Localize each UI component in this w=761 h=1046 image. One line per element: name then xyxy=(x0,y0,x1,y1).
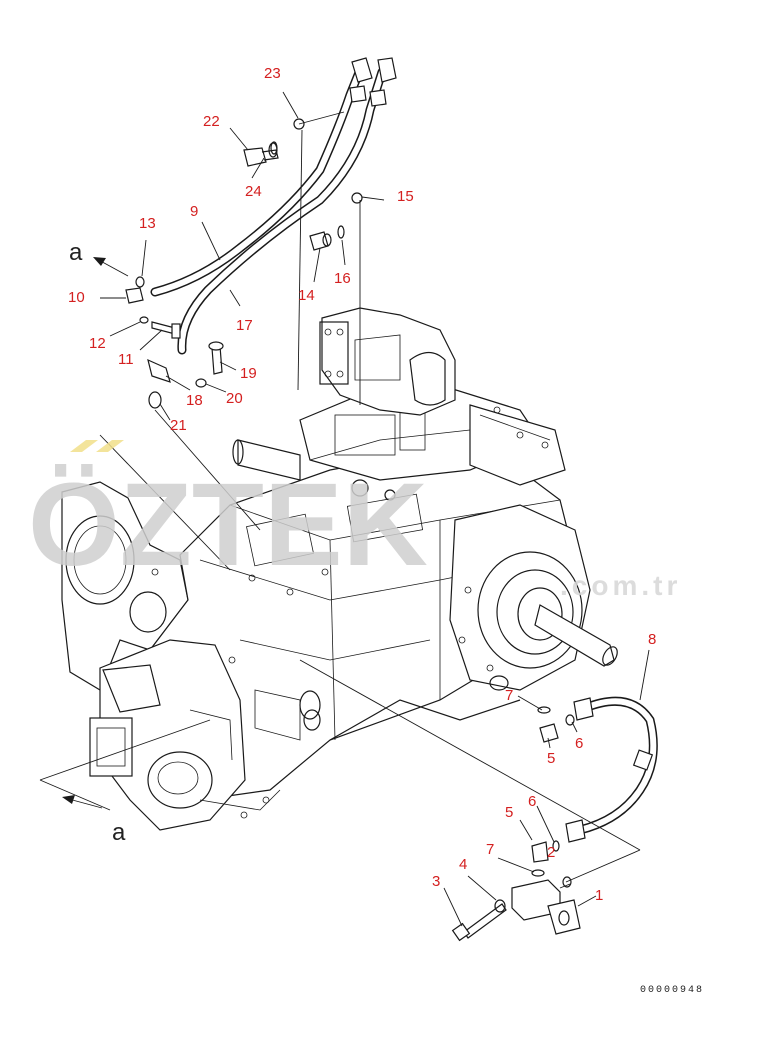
o-ring-6-lower xyxy=(552,840,560,852)
washer-4 xyxy=(494,899,506,913)
callout-5-upper: 5 xyxy=(547,750,555,767)
callout-18: 18 xyxy=(186,392,203,409)
callout-13: 13 xyxy=(139,215,156,232)
callout-8: 8 xyxy=(648,631,656,648)
callout-20: 20 xyxy=(226,390,243,407)
callout-9: 9 xyxy=(190,203,198,220)
drain-plug xyxy=(489,675,509,691)
o-ring-7-lower xyxy=(531,869,545,877)
o-ring-16 xyxy=(337,225,345,239)
output-drum-housing xyxy=(449,504,591,691)
callout-5-lower: 5 xyxy=(505,804,513,821)
flange-1 xyxy=(547,899,581,935)
callout-12: 12 xyxy=(89,335,106,352)
small-parts xyxy=(125,118,581,942)
hose-9 xyxy=(150,65,365,297)
clamp-10 xyxy=(125,287,144,304)
o-ring-23 xyxy=(293,118,305,130)
flange-bore xyxy=(65,515,135,605)
elbow-5-lower xyxy=(531,841,549,863)
callout-22: 22 xyxy=(203,113,220,130)
callout-19: 19 xyxy=(240,365,257,382)
callout-14: 14 xyxy=(298,287,315,304)
clamp-18 xyxy=(147,358,171,383)
o-ring-24 xyxy=(270,141,278,155)
view-arrow-top xyxy=(93,257,129,277)
o-ring-2 xyxy=(562,876,572,888)
lower-pump-assembly xyxy=(99,639,246,831)
o-ring-7-upper xyxy=(537,706,551,714)
output-shaft xyxy=(534,604,615,667)
upper-shaft xyxy=(237,439,301,481)
hoses xyxy=(150,57,658,843)
washer-20 xyxy=(195,378,207,388)
callout-6-lower: 6 xyxy=(528,793,536,810)
watermark: ÖZTEK .com.tr xyxy=(28,440,681,601)
callout-24: 24 xyxy=(245,183,262,200)
fitting-22 xyxy=(243,147,267,167)
pump-port-plate xyxy=(319,321,349,385)
o-ring-15 xyxy=(351,192,363,204)
drawing-number: 00000948 xyxy=(640,985,704,996)
hydraulic-pump-top xyxy=(321,307,456,416)
callout-11: 11 xyxy=(118,351,134,368)
leader-lines xyxy=(39,91,650,927)
callout-3: 3 xyxy=(432,873,440,890)
callout-23: 23 xyxy=(264,65,281,82)
callout-10: 10 xyxy=(68,289,85,306)
callout-labels: 23 22 24 15 13 9 14 16 10 17 12 11 19 18… xyxy=(68,65,656,904)
callout-7-upper: 7 xyxy=(505,687,513,704)
elbow-5-upper xyxy=(539,723,559,743)
view-marker-a-bottom: a xyxy=(112,819,126,846)
callout-17: 17 xyxy=(236,317,253,334)
callout-2: 2 xyxy=(547,844,555,861)
watermark-brand: ÖZTEK xyxy=(28,459,428,591)
watermark-url: .com.tr xyxy=(560,570,681,601)
washer-12 xyxy=(139,316,149,324)
callout-4: 4 xyxy=(459,856,467,873)
callout-15: 15 xyxy=(397,188,414,205)
pump-flange-lower xyxy=(89,717,133,777)
callout-7-lower: 7 xyxy=(486,841,494,858)
view-arrow-bottom xyxy=(62,795,103,809)
housing-bolts xyxy=(151,406,549,819)
o-ring-13 xyxy=(135,276,145,288)
output-drum xyxy=(477,551,583,669)
o-ring-6-upper xyxy=(565,714,575,726)
view-marker-a-top: a xyxy=(69,239,83,266)
callout-6-upper: 6 xyxy=(575,735,583,752)
transmission-assembly-drawing xyxy=(61,307,618,831)
cap-21 xyxy=(148,391,162,409)
bolt-3 xyxy=(463,903,507,939)
callout-21: 21 xyxy=(170,417,187,434)
callout-1: 1 xyxy=(595,887,603,904)
callout-16: 16 xyxy=(334,270,351,287)
